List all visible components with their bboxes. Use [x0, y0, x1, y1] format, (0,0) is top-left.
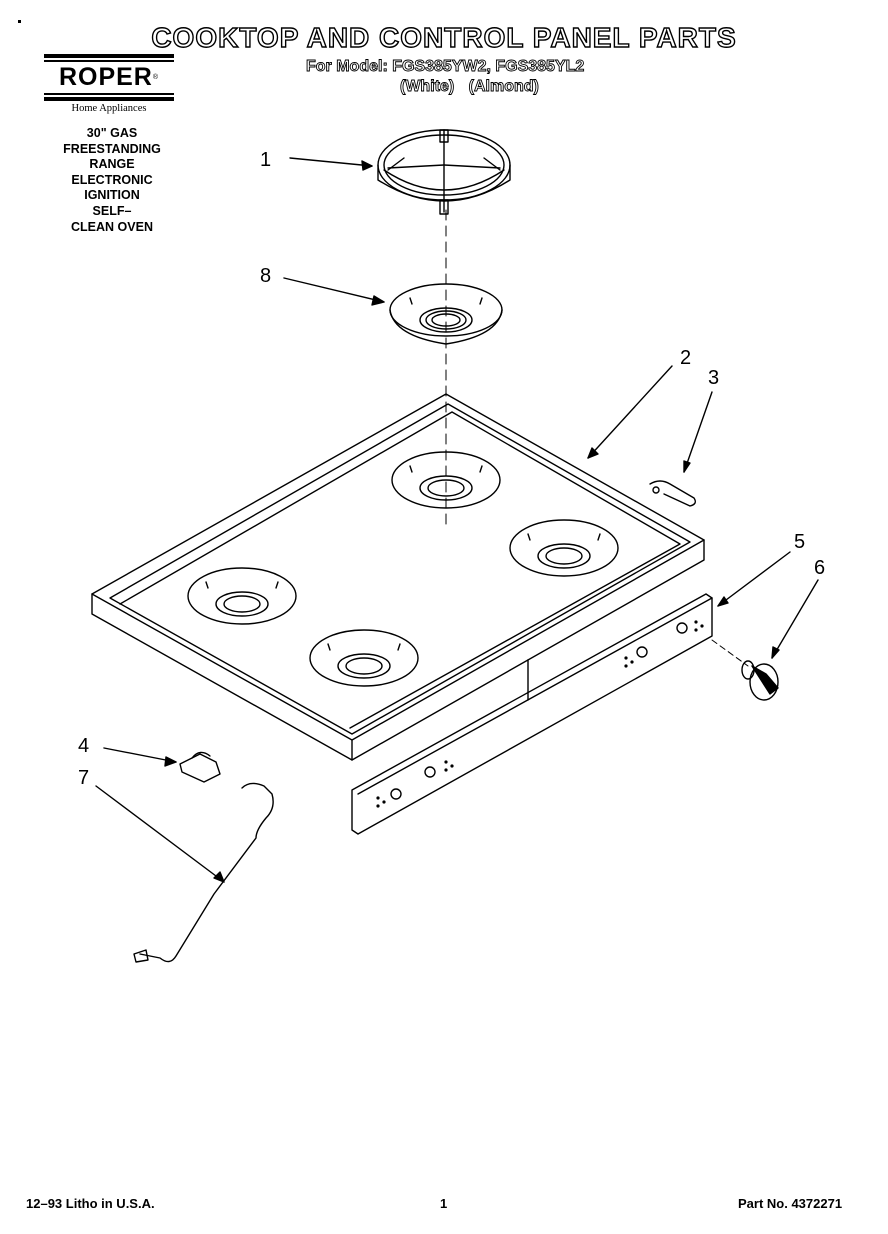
callout-3: 3 — [708, 367, 719, 389]
callout-2: 2 — [680, 347, 691, 369]
igniter-wire — [133, 782, 274, 963]
color-variants: (White) (Almond) — [400, 78, 540, 96]
desc-line: FREESTANDING — [63, 141, 161, 156]
stray-mark — [18, 20, 21, 23]
burner-grate — [377, 129, 511, 215]
control-knob — [741, 660, 779, 701]
callout-6: 6 — [814, 557, 825, 579]
desc-line: IGNITION — [84, 188, 140, 203]
callout-1: 1 — [260, 149, 271, 171]
knob-centerline — [711, 639, 749, 667]
burner-bowl — [389, 283, 503, 345]
callout-5: 5 — [794, 531, 805, 553]
control-panel — [351, 593, 713, 835]
logo-top-bar — [44, 54, 174, 58]
print-date: 12–93 Litho in U.S.A. — [26, 1196, 155, 1211]
page-number: 1 — [440, 1196, 448, 1211]
callout-leaders — [95, 157, 819, 883]
cooktop — [91, 393, 705, 761]
surface-burner — [309, 629, 419, 687]
part-number: Part No. 4372271 — [738, 1196, 843, 1211]
mounting-bracket — [179, 751, 221, 783]
surface-burner — [391, 451, 501, 509]
logo-bottom-rule — [44, 93, 174, 95]
desc-line: 30" GAS — [86, 126, 138, 140]
desc-line: CLEAN OVEN — [71, 219, 153, 234]
desc-line: RANGE — [89, 157, 135, 172]
logo-tagline: Home Appliances — [71, 103, 147, 114]
appliance-description: 30" GAS FREESTANDING RANGE ELECTRONIC IG… — [38, 126, 186, 235]
roper-logo: ROPER® Home Appliances — [44, 52, 174, 114]
logo-top-rule — [44, 60, 174, 62]
callout-7: 7 — [78, 767, 89, 789]
logo-bottom-bar — [44, 97, 174, 101]
logo-brand: ROPER® — [58, 63, 160, 91]
surface-burner — [187, 567, 297, 625]
surface-burner — [509, 519, 619, 577]
callout-8: 8 — [260, 265, 271, 287]
model-numbers: For Model: FGS385YW2, FGS385YL2 — [306, 58, 585, 76]
callout-numbers: 1 8 2 3 5 6 4 7 — [78, 149, 825, 789]
page-title: COOKTOP AND CONTROL PANEL PARTS — [151, 21, 737, 53]
callout-4: 4 — [78, 735, 89, 757]
desc-line: SELF– — [92, 203, 132, 218]
spring-clip — [649, 480, 697, 507]
desc-line: ELECTRONIC — [71, 172, 153, 187]
